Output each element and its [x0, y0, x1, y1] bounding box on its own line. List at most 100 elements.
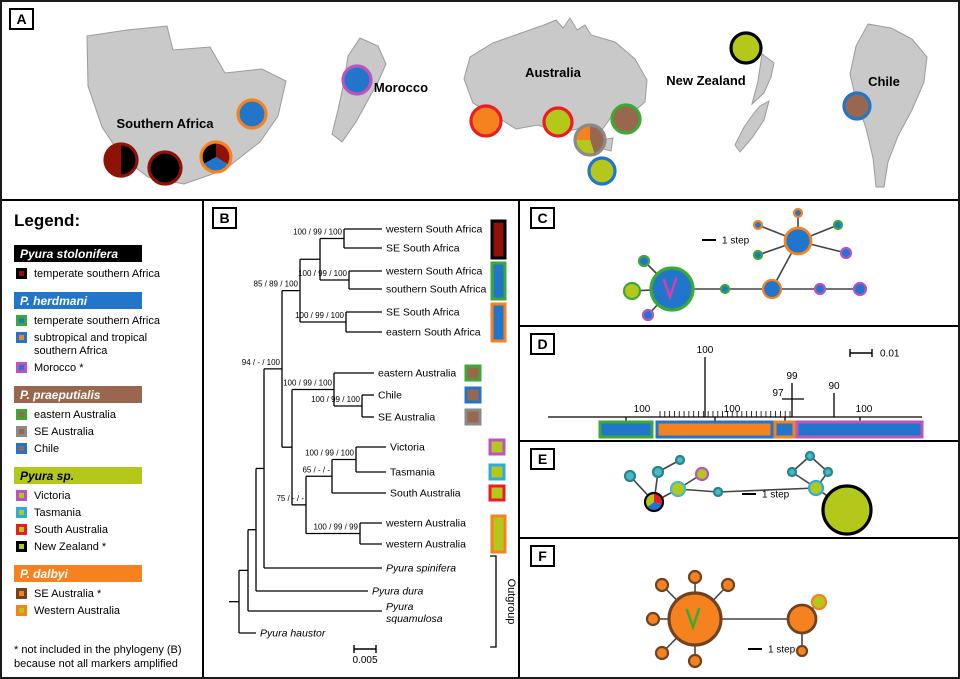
legend-item-label: Chile — [34, 443, 60, 455]
tip-label: Pyura dura — [372, 586, 424, 598]
site-marker — [587, 156, 617, 186]
region-label: Chile — [868, 74, 900, 89]
scale-label: 0.01 — [880, 349, 900, 360]
legend-swatch — [16, 524, 27, 535]
bootstrap-value: 85 / 89 / 100 — [254, 280, 299, 289]
bootstrap-value: 100 / 99 / 100 — [311, 395, 360, 404]
tip-label: Pyura — [386, 601, 414, 613]
legend-item-label: temperate southern Africa — [34, 268, 160, 280]
legend-item-label: SE Australia — [34, 426, 94, 438]
legend-item: South Australia — [14, 524, 194, 537]
tip-label: Tasmania — [390, 467, 435, 479]
legend-item: Western Australia — [14, 605, 194, 618]
haplotype-node — [654, 645, 670, 661]
haplotype-node-slice — [654, 492, 664, 505]
tip-label: squamulosa — [386, 613, 443, 625]
legend-section-header: P. dalbyi — [14, 565, 142, 582]
tip-label: SE Australia — [378, 412, 435, 424]
legend-item: Morocco * — [14, 362, 194, 375]
clade-marker — [464, 386, 482, 404]
clade-marker — [490, 514, 507, 554]
network-e-canvas: 1 step — [623, 450, 873, 536]
legend-item: Tasmania — [14, 507, 194, 520]
haplotype-node — [623, 469, 637, 483]
bootstrap-value: 100 / 99 / 100 — [293, 228, 342, 237]
legend-swatch — [16, 315, 27, 326]
legend-item-label: Victoria — [34, 490, 71, 502]
clade-bar — [795, 420, 924, 439]
bootstrap-value: 100 / 99 / 100 — [283, 379, 332, 388]
bootstrap-value: 100 — [634, 404, 651, 415]
tip-label: western Australia — [385, 518, 466, 530]
legend-item-label: New Zealand * — [34, 541, 107, 553]
map-south-america — [849, 23, 928, 188]
map-new-zealand — [734, 53, 775, 153]
haplotype-node — [694, 466, 710, 482]
haplotype-node — [622, 281, 642, 301]
legend-item-label: temperate southern Africa — [34, 315, 160, 327]
tip-label: Chile — [378, 390, 402, 402]
haplotype-node — [712, 486, 724, 498]
bootstrap-value: 94 / - / 100 — [242, 358, 281, 367]
clade-marker — [488, 438, 506, 456]
scale-label: 1 step — [762, 490, 790, 501]
bootstrap-value: 100 / 99 / 100 — [298, 269, 347, 278]
haplotype-node — [720, 577, 736, 593]
map-south-america — [849, 23, 928, 188]
haplotype-node-ring — [643, 491, 665, 513]
legend-swatch — [16, 332, 27, 343]
panel-a-label: A — [9, 8, 34, 30]
outgroup-bracket — [490, 555, 497, 648]
haplotype-node — [752, 219, 764, 231]
legend-item-label: South Australia — [34, 524, 108, 536]
haplotype-node — [821, 484, 873, 536]
bootstrap-value: 100 — [856, 404, 873, 415]
clade-marker — [490, 302, 507, 343]
haplotype-node — [786, 466, 798, 478]
tip-label: Pyura haustor — [260, 628, 326, 640]
region-label: Southern Africa — [116, 116, 214, 131]
site-marker-slice — [121, 144, 137, 176]
haplotype-node — [752, 249, 764, 261]
haplotype-node — [792, 207, 804, 219]
haplotype-node — [822, 466, 834, 478]
map-new-zealand — [751, 53, 775, 106]
scale-label: 1 step — [722, 236, 750, 247]
site-marker-slice — [202, 157, 229, 172]
legend-item: Chile — [14, 443, 194, 456]
site-marker — [341, 64, 373, 96]
bootstrap-value: 90 — [828, 381, 840, 392]
legend-section-header: P. herdmani — [14, 292, 142, 309]
haplotype-node — [669, 480, 687, 498]
legend-swatch — [16, 426, 27, 437]
site-marker — [469, 104, 503, 138]
legend-item: New Zealand * — [14, 541, 194, 554]
haplotype-node — [807, 479, 825, 497]
bootstrap-value: 100 — [697, 345, 714, 356]
bootstrap-value: 100 / 99 / 100 — [305, 449, 354, 458]
tip-label: SE South Africa — [386, 243, 460, 255]
site-marker — [610, 103, 642, 135]
haplotype-node — [804, 450, 816, 462]
clade-bar — [598, 420, 654, 439]
site-marker-ring — [103, 142, 139, 178]
tip-label: Pyura spinifera — [386, 563, 456, 575]
site-marker — [729, 31, 763, 65]
site-marker-slice — [575, 125, 590, 140]
clade-marker — [488, 484, 506, 502]
legend-item-label: Western Australia — [34, 605, 121, 617]
network-edge — [717, 487, 817, 493]
legend-section-header: Pyura sp. — [14, 467, 142, 484]
clade-bar — [773, 420, 796, 439]
panel-network-herdmani: C 1 step — [520, 201, 958, 327]
haplotype-node — [687, 569, 703, 585]
tip-label: eastern South Africa — [386, 327, 481, 339]
haplotype-node — [674, 454, 686, 466]
legend-item-label: eastern Australia — [34, 409, 116, 421]
